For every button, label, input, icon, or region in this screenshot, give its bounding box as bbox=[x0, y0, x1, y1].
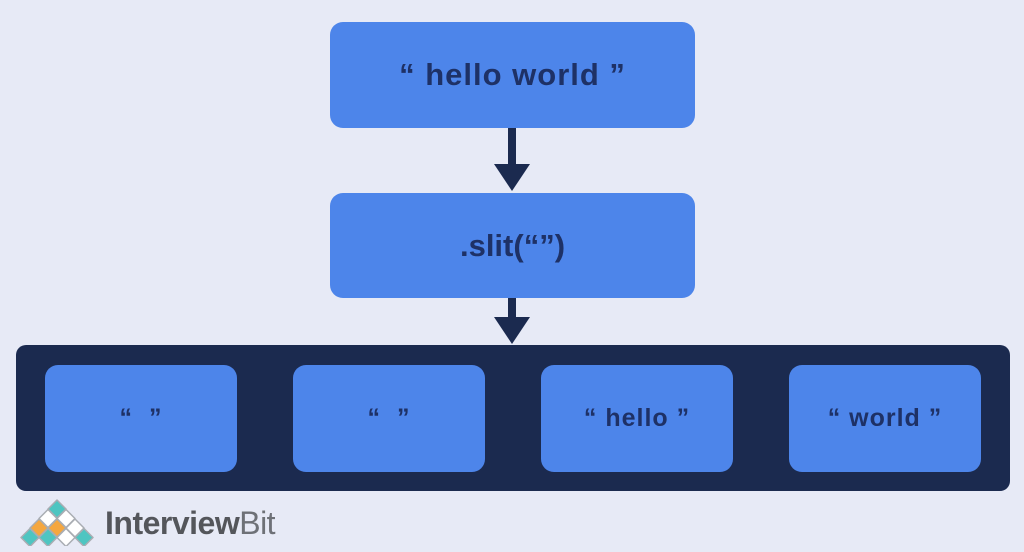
arrow-shaft bbox=[508, 128, 516, 166]
result-item-label: “ ” bbox=[367, 403, 411, 432]
logo-text: InterviewBit bbox=[105, 504, 276, 541]
arrow-shaft bbox=[508, 298, 516, 319]
result-item-label: “ world ” bbox=[827, 403, 943, 432]
logo-brand-primary: Interview bbox=[105, 504, 240, 541]
result-item-box: “ ” bbox=[293, 364, 485, 472]
result-array-container: “ ” “ ” “ hello ” “ world ” bbox=[16, 345, 1010, 491]
split-operation-label: .slit(“”) bbox=[459, 227, 566, 263]
split-operation-box: .slit(“”) bbox=[330, 193, 695, 298]
diamond-pyramid-icon bbox=[20, 499, 94, 546]
input-string-label: “ hello world ” bbox=[399, 57, 626, 92]
arrow-head-icon bbox=[494, 317, 530, 344]
input-string-box: “ hello world ” bbox=[330, 22, 695, 128]
interviewbit-logo: InterviewBit bbox=[18, 499, 276, 546]
result-item-box: “ hello ” bbox=[541, 364, 733, 472]
result-item-label: “ ” bbox=[119, 403, 163, 432]
logo-brand-secondary: Bit bbox=[239, 504, 276, 541]
arrow-head-icon bbox=[494, 164, 530, 191]
result-item-box: “ world ” bbox=[789, 364, 981, 472]
result-item-box: “ ” bbox=[45, 364, 237, 472]
result-item-label: “ hello ” bbox=[583, 403, 691, 432]
